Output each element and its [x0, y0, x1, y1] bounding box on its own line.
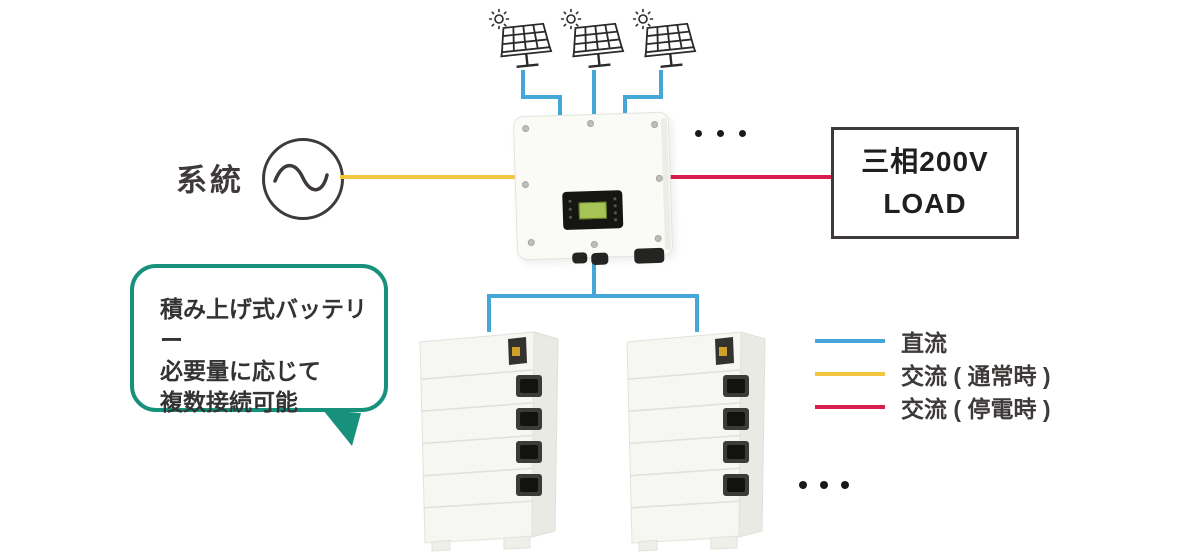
dc-line-pv1 [558, 95, 562, 125]
legend-row-dc: 直流 [815, 329, 947, 356]
sun-icon [561, 8, 582, 30]
callout-bubble: 積み上げ式バッテリー 必要量に応じて 複数接続可能 [130, 264, 388, 415]
dc-line-pv1 [521, 70, 525, 99]
dc-line-pv3 [659, 70, 663, 99]
dc-line-pv2 [592, 70, 596, 125]
led-icon [568, 215, 572, 219]
battery-stack [419, 331, 559, 552]
battery-connector [512, 347, 520, 356]
led-icon [568, 199, 571, 203]
screw-icon [586, 119, 595, 128]
screw-icon [527, 238, 535, 247]
dc-line-battery [487, 294, 699, 298]
sine-wave-icon [273, 163, 329, 192]
screw-icon [654, 234, 662, 243]
hybrid-inverter [512, 111, 674, 266]
solar-panel-icon [561, 8, 625, 69]
screw-icon [650, 120, 659, 129]
load-label: LOAD [883, 188, 967, 219]
legend-label-ac-backup: 交流 ( 停電時 ) [901, 396, 1051, 422]
ac-backup-line [665, 175, 832, 179]
legend-row-ac-normal: 交流 ( 通常時 ) [815, 362, 1051, 389]
solar-panel-icon [633, 8, 697, 69]
led-icon [614, 218, 617, 221]
ac-normal-line [340, 175, 520, 179]
legend-label-ac-normal: 交流 ( 通常時 ) [901, 363, 1051, 389]
ellipsis-icon [799, 481, 849, 489]
led-icon [613, 211, 617, 214]
legend-swatch-ac-normal [815, 372, 885, 376]
led-icon [568, 207, 572, 211]
dc-line-pv3 [623, 95, 663, 99]
inverter-connector [633, 247, 665, 264]
dc-line-pv1 [521, 95, 562, 99]
callout-line: 必要量に応じて [160, 358, 321, 384]
screw-icon [521, 181, 530, 189]
inverter-connector [572, 252, 588, 264]
screw-icon [655, 174, 663, 183]
sun-icon [489, 8, 510, 30]
inverter-lcd-screen [578, 201, 608, 220]
grid-label: 系統 [176, 163, 244, 198]
led-icon [613, 197, 616, 200]
battery-connector [719, 347, 727, 356]
led-icon [613, 204, 617, 207]
inverter-side-edge [660, 117, 672, 250]
screw-icon [522, 124, 530, 133]
legend-swatch-ac-backup [815, 405, 885, 409]
callout-tail [323, 410, 361, 446]
inverter-display [562, 190, 624, 230]
dc-line-pv3 [623, 95, 627, 125]
battery-stack [626, 331, 766, 552]
legend-row-ac-backup: 交流 ( 停電時 ) [815, 395, 1051, 422]
legend-label-dc: 直流 [901, 330, 947, 356]
ellipsis-icon [695, 130, 746, 137]
dc-line-battery-right [695, 294, 699, 332]
callout-line: 複数接続可能 [160, 389, 298, 415]
grid-ac-icon [262, 138, 344, 220]
battery-handles [516, 375, 542, 496]
callout-line: 積み上げ式バッテリー [160, 296, 367, 353]
inverter-connector [591, 252, 609, 266]
dc-line-battery [592, 252, 596, 298]
load-voltage-label: 三相200V [861, 146, 989, 177]
solar-panel-icon [489, 8, 553, 69]
legend-swatch-dc [815, 339, 885, 343]
sun-icon [633, 8, 654, 30]
battery-handles [723, 375, 749, 496]
dc-line-battery-left [487, 294, 491, 332]
screw-icon [590, 240, 598, 249]
load-box: 三相200V LOAD [831, 127, 1019, 239]
